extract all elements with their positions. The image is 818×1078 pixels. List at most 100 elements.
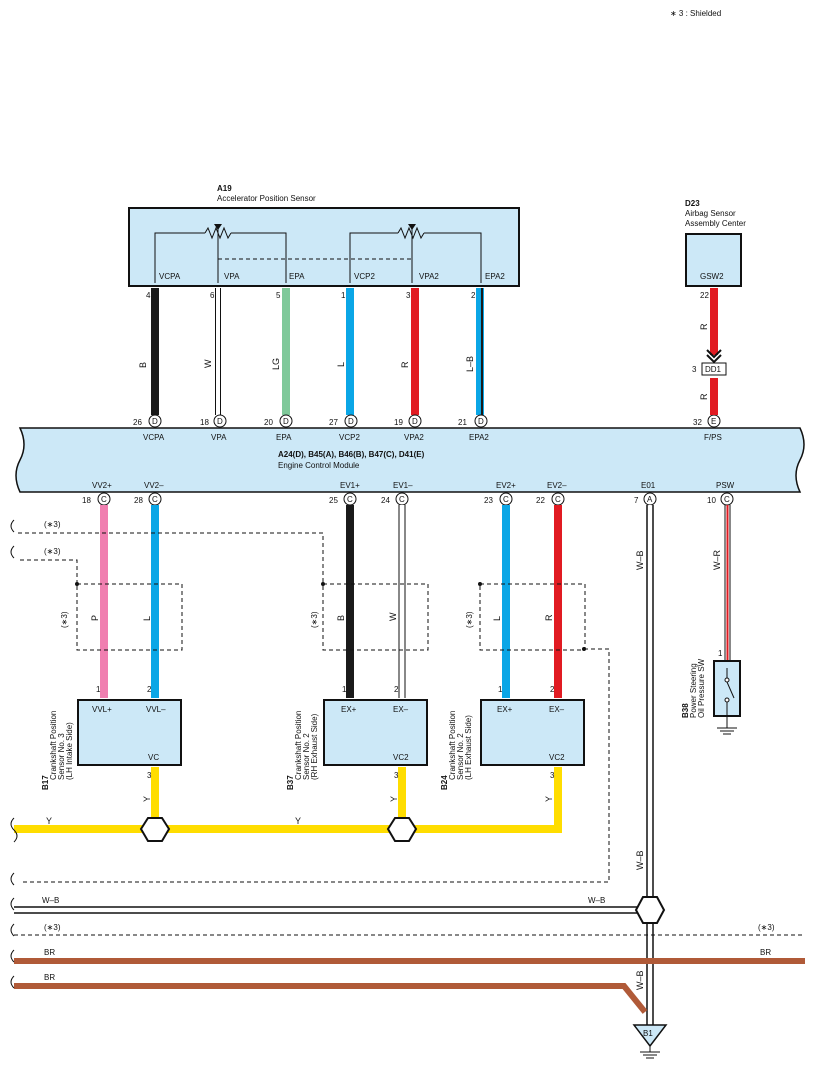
svg-text:D: D [283, 417, 289, 426]
wire-epa2: 2 L–B [465, 288, 484, 415]
svg-text:5: 5 [276, 291, 281, 300]
wire-vcp2: 1 L [336, 288, 354, 415]
b38-name-1: Power Steering [689, 663, 698, 718]
ecm-term-e01: E01 [641, 481, 656, 490]
svg-text:A: A [647, 495, 653, 504]
svg-text:27: 27 [329, 418, 338, 427]
svg-text:C: C [399, 495, 405, 504]
ecm-term-vcpa: VCPA [143, 433, 165, 442]
svg-text:L–B: L–B [465, 356, 475, 372]
shield-boxes: (∗3) (∗3) (∗3) (∗3) (∗3) [10, 519, 610, 883]
shield-mark-1: (∗3) [44, 520, 61, 529]
svg-text:C: C [555, 495, 561, 504]
airbag-name-1: Airbag Sensor [685, 209, 736, 218]
svg-text:Y: Y [389, 796, 399, 802]
svg-text:W–B: W–B [588, 896, 605, 905]
ecm-term-ev1p: EV1+ [340, 481, 360, 490]
svg-text:C: C [101, 495, 107, 504]
wire-ev2-minus: R [544, 505, 562, 698]
svg-text:R: R [699, 323, 709, 330]
svg-text:D: D [412, 417, 418, 426]
svg-text:W–R: W–R [712, 550, 722, 571]
svg-text:22: 22 [700, 291, 709, 300]
wire-ev2-plus: L [492, 505, 510, 698]
svg-text:D: D [348, 417, 354, 426]
svg-text:B1: B1 [643, 1029, 653, 1038]
ecm-term-vcp2: VCP2 [339, 433, 360, 442]
ecm-ids: A24(D), B45(A), B46(B), B47(C), D41(E) [278, 450, 425, 459]
svg-text:1: 1 [718, 649, 723, 658]
airbag-id: D23 [685, 199, 700, 208]
svg-text:E: E [711, 417, 716, 426]
psw-switch-symbol [717, 668, 737, 735]
junction-dd1: DD1 [705, 365, 722, 374]
shield-bus-right: (∗3) (∗3) [10, 923, 805, 937]
svg-text:18: 18 [82, 496, 91, 505]
svg-text:Y: Y [142, 796, 152, 802]
ecm-term-ev1m: EV1– [393, 481, 413, 490]
svg-text:32: 32 [693, 418, 702, 427]
svg-text:19: 19 [394, 418, 403, 427]
svg-text:W–B: W–B [635, 550, 645, 570]
b17-term-minus: VVL– [146, 705, 166, 714]
svg-text:4: 4 [146, 291, 151, 300]
svg-text:D: D [217, 417, 223, 426]
shield-mark-3: (∗3) [60, 611, 69, 628]
b24-name-1: Crankshaft Position [448, 711, 457, 780]
b24-term-out: VC2 [549, 753, 565, 762]
svg-text:C: C [347, 495, 353, 504]
b17-pin-2: 2 [147, 685, 152, 694]
b37-pin-2: 2 [394, 685, 399, 694]
wire-fps: 22 R R DD1 3 [692, 288, 727, 415]
wire-ev1-minus: W [388, 505, 406, 698]
a19-term-vpa2: VPA2 [419, 272, 439, 281]
shield-mark-5: (∗3) [465, 611, 474, 628]
wire-vpa: 6 W [203, 288, 221, 415]
svg-text:C: C [724, 495, 730, 504]
sensor-b17-box [77, 699, 182, 766]
a19-term-epa: EPA [289, 272, 305, 281]
svg-text:C: C [152, 495, 158, 504]
svg-text:6: 6 [210, 291, 215, 300]
svg-text:B: B [336, 615, 346, 621]
wire-vv2-plus: P [90, 505, 108, 698]
wire-psw: W–R 1 [712, 505, 731, 660]
b37-pin-1: 1 [342, 685, 347, 694]
svg-text:Y: Y [46, 816, 52, 826]
b24-term-minus: EX– [549, 705, 565, 714]
a19-term-vpa: VPA [224, 272, 240, 281]
svg-text:D: D [478, 417, 484, 426]
accelerator-position-sensor-box [128, 207, 520, 287]
b17-term-plus: VVL+ [92, 705, 112, 714]
svg-text:1: 1 [341, 291, 346, 300]
ecm-term-vpa2: VPA2 [404, 433, 424, 442]
b37-term-plus: EX+ [341, 705, 357, 714]
wb-bus: W–B W–B [10, 872, 666, 924]
svg-text:18: 18 [200, 418, 209, 427]
sensor-b24-box [480, 699, 585, 766]
svg-text:10: 10 [707, 496, 716, 505]
a19-term-vcp2: VCP2 [354, 272, 375, 281]
b37-name-1: Crankshaft Position [294, 711, 303, 780]
svg-text:BR: BR [44, 948, 55, 957]
svg-text:3: 3 [147, 771, 152, 780]
b37-term-out: VC2 [393, 753, 409, 762]
svg-text:R: R [699, 393, 709, 400]
a19-id: A19 [217, 184, 232, 193]
svg-text:7: 7 [634, 496, 639, 505]
airbag-name-2: Assembly Center [685, 219, 746, 228]
shield-mark-4: (∗3) [310, 611, 319, 628]
airbag-sensor-box [685, 233, 742, 287]
ecm-name: Engine Control Module [278, 461, 360, 470]
wire-epa: 5 LG [271, 288, 290, 415]
b37-name-2: Sensor No. 2 [302, 733, 311, 780]
svg-text:W: W [388, 612, 398, 621]
b24-term-plus: EX+ [497, 705, 513, 714]
a19-term-epa2: EPA2 [485, 272, 505, 281]
ecm-term-epa: EPA [276, 433, 292, 442]
svg-text:Y: Y [295, 816, 301, 826]
svg-text:P: P [90, 615, 100, 621]
ecm-term-vv2m: VV2– [144, 481, 164, 490]
ecm-term-vpa: VPA [211, 433, 227, 442]
